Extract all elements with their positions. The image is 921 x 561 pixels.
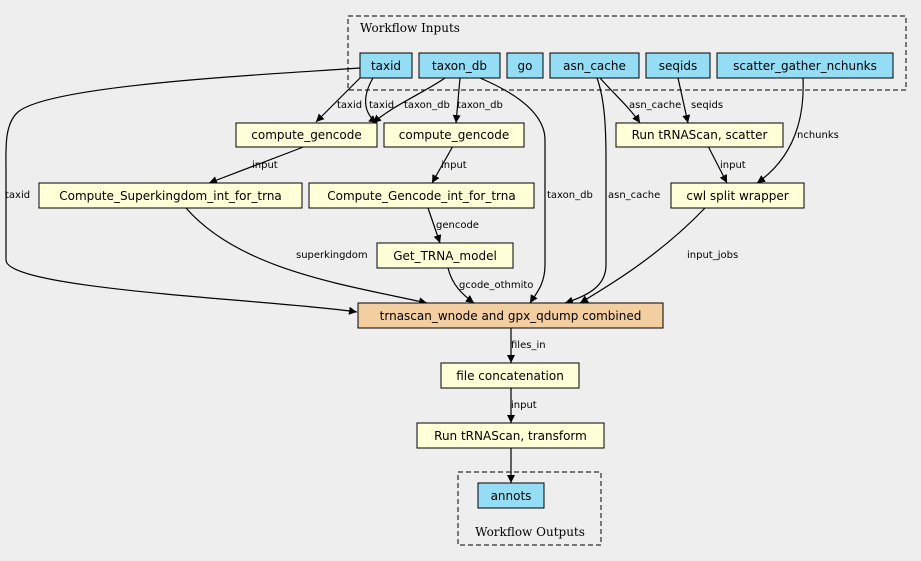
node-taxon-db[interactable]: taxon_db bbox=[418, 52, 501, 79]
edge-taxid-to-combined bbox=[5, 67, 361, 315]
edges bbox=[5, 67, 804, 483]
node-run-trnascan-transform-label: Run tRNAScan, transform bbox=[434, 429, 587, 443]
edge-label-superkingdom: superkingdom bbox=[296, 250, 368, 261]
edge-label-taxid-1: taxid bbox=[337, 100, 362, 111]
node-run-trnascan-transform[interactable]: Run tRNAScan, transform bbox=[416, 422, 605, 449]
node-compute-gencode-1[interactable]: compute_gencode bbox=[235, 122, 378, 148]
node-asn-cache-label: asn_cache bbox=[563, 59, 626, 73]
edge-label-nchunks: nchunks bbox=[797, 130, 839, 141]
edge-label-asn-cache-2: asn_cache bbox=[608, 190, 660, 201]
node-compute-gencode-1-label: compute_gencode bbox=[251, 128, 361, 142]
node-run-trnascan-scatter[interactable]: Run tRNAScan, scatter bbox=[615, 122, 784, 148]
node-taxid[interactable]: taxid bbox=[359, 52, 413, 79]
node-go-label: go bbox=[518, 59, 533, 73]
node-compute-gencode-int-label: Compute_Gencode_int_for_trna bbox=[327, 189, 515, 203]
node-combined-label: trnascan_wnode and gpx_qdump combined bbox=[380, 309, 642, 323]
node-seqids[interactable]: seqids bbox=[645, 52, 711, 79]
node-go[interactable]: go bbox=[506, 52, 544, 79]
workflow-inputs-cluster: Workflow Inputs bbox=[347, 15, 907, 91]
edge-trna-model-to-combined bbox=[447, 267, 475, 304]
node-file-concatenation[interactable]: file concatenation bbox=[440, 362, 580, 389]
edge-nchunks-to-split bbox=[756, 77, 804, 184]
edge-scatter-to-split bbox=[707, 145, 728, 184]
node-scatter-gather-nchunks-label: scatter_gather_nchunks bbox=[733, 59, 877, 73]
workflow-outputs-label: Workflow Outputs bbox=[475, 525, 585, 539]
node-taxid-label: taxid bbox=[371, 59, 401, 73]
edge-taxon-db-to-combined bbox=[479, 77, 546, 304]
edge-label-asn-cache-1: asn_cache bbox=[629, 100, 681, 111]
node-file-concatenation-label: file concatenation bbox=[456, 369, 564, 383]
node-run-trnascan-scatter-label: Run tRNAScan, scatter bbox=[632, 128, 768, 142]
edge-label-taxon-db-2: taxon_db bbox=[457, 100, 503, 111]
edge-split-to-combined bbox=[579, 207, 706, 304]
edge-superkingdom-to-combined bbox=[185, 207, 428, 306]
node-seqids-label: seqids bbox=[659, 59, 697, 73]
node-compute-gencode-2-label: compute_gencode bbox=[399, 128, 509, 142]
edge-taxon-db-to-compute-gencode-1 bbox=[372, 77, 446, 124]
edge-seqids-to-scatter bbox=[677, 77, 691, 124]
node-taxon-db-label: taxon_db bbox=[432, 59, 487, 73]
edge-label-seqids: seqids bbox=[691, 100, 723, 111]
edge-label-input-2: input bbox=[441, 160, 467, 171]
edge-label-input-4: input bbox=[511, 400, 537, 411]
node-asn-cache[interactable]: asn_cache bbox=[549, 52, 640, 79]
edge-asn-cache-to-scatter bbox=[599, 77, 641, 124]
edge-label-taxid-3: taxid bbox=[5, 190, 30, 201]
nodes: taxid taxon_db go asn_cache seqids scatt… bbox=[38, 52, 894, 509]
node-get-trna-model[interactable]: Get_TRNA_model bbox=[376, 242, 514, 269]
node-compute-gencode-int[interactable]: Compute_Gencode_int_for_trna bbox=[308, 182, 535, 209]
node-annots[interactable]: annots bbox=[477, 482, 545, 509]
edge-label-taxon-db-3: taxon_db bbox=[547, 190, 593, 201]
node-get-trna-model-label: Get_TRNA_model bbox=[393, 249, 497, 263]
workflow-outputs-cluster: Workflow Outputs bbox=[457, 471, 602, 546]
edge-label-gcode-othmito: gcode_othmito bbox=[459, 280, 533, 291]
edge-compute-gencode-2-to-gencode-int bbox=[431, 145, 454, 184]
edge-taxid-to-compute-gencode-1 bbox=[315, 77, 361, 123]
edge-asn-cache-to-combined bbox=[564, 77, 607, 305]
edge-labels: taxid taxid taxon_db taxon_db asn_cache … bbox=[5, 100, 839, 411]
node-combined[interactable]: trnascan_wnode and gpx_qdump combined bbox=[357, 302, 664, 329]
edge-label-input-jobs: input_jobs bbox=[687, 250, 738, 261]
node-cwl-split-wrapper-label: cwl split wrapper bbox=[686, 189, 788, 203]
workflow-inputs-label: Workflow Inputs bbox=[360, 21, 460, 35]
edge-label-files-in: files_in bbox=[511, 340, 546, 351]
node-annots-label: annots bbox=[491, 489, 532, 503]
node-compute-superkingdom[interactable]: Compute_Superkingdom_int_for_trna bbox=[38, 182, 303, 209]
node-compute-gencode-2[interactable]: compute_gencode bbox=[383, 122, 525, 148]
edge-taxon-db-to-compute-gencode-2 bbox=[452, 77, 461, 124]
edge-gencode-int-to-trna-model bbox=[427, 207, 442, 244]
node-cwl-split-wrapper[interactable]: cwl split wrapper bbox=[670, 182, 805, 209]
edge-compute-gencode-1-to-superkingdom bbox=[208, 145, 307, 184]
edge-label-gencode: gencode bbox=[436, 220, 479, 231]
edge-label-taxid-2: taxid bbox=[369, 100, 394, 111]
edge-label-taxon-db-1: taxon_db bbox=[404, 100, 450, 111]
edge-label-input-3: input bbox=[720, 160, 746, 171]
edge-label-input-1: input bbox=[252, 160, 278, 171]
node-scatter-gather-nchunks[interactable]: scatter_gather_nchunks bbox=[716, 52, 894, 79]
node-compute-superkingdom-label: Compute_Superkingdom_int_for_trna bbox=[59, 189, 282, 203]
